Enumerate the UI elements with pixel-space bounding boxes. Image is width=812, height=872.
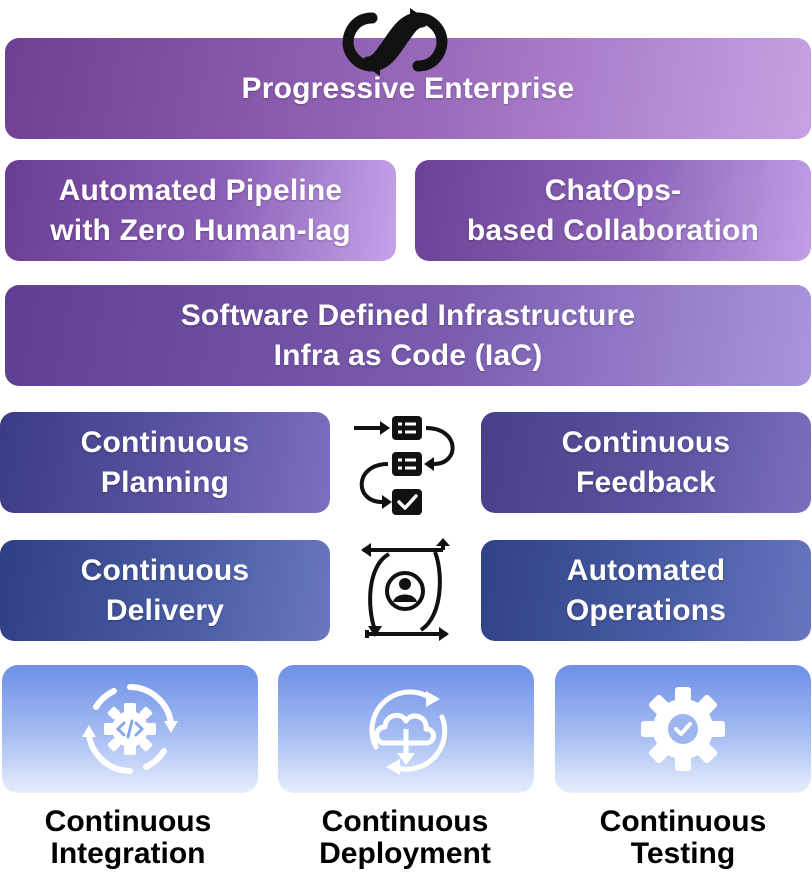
testing-line2: Testing bbox=[630, 837, 736, 870]
continuous-integration-tile bbox=[2, 665, 258, 793]
integration-line2: Integration bbox=[50, 837, 206, 870]
task-flow-icon bbox=[354, 416, 455, 515]
gear-check-icon bbox=[641, 687, 725, 771]
planning-line2: Planning bbox=[100, 465, 230, 499]
deployment-line2: Deployment bbox=[319, 837, 491, 870]
infinity-loop-icon bbox=[342, 8, 448, 76]
feedback-line1: Continuous bbox=[561, 425, 731, 459]
infra-line1: Software Defined Infrastructure bbox=[180, 298, 636, 332]
automated-pipeline-line1: Automated Pipeline bbox=[58, 173, 343, 207]
continuous-testing-caption: Continuous Testing bbox=[555, 806, 811, 870]
continuous-feedback-box: Continuous Feedback bbox=[481, 412, 811, 513]
operations-line1: Automated bbox=[566, 553, 726, 587]
continuous-deployment-caption: Continuous Deployment bbox=[277, 806, 533, 870]
testing-line1: Continuous bbox=[599, 805, 767, 838]
continuous-deployment-tile bbox=[278, 665, 534, 793]
continuous-planning-box: Continuous Planning bbox=[0, 412, 330, 513]
planning-line1: Continuous bbox=[80, 425, 250, 459]
automated-pipeline-box: Automated Pipeline with Zero Human-lag bbox=[5, 160, 396, 261]
chatops-line2: based Collaboration bbox=[466, 213, 760, 247]
integration-line1: Continuous bbox=[44, 805, 212, 838]
user-cycle-icon bbox=[361, 538, 450, 641]
automated-pipeline-line2: with Zero Human-lag bbox=[50, 213, 351, 247]
code-gear-cycle-icon bbox=[82, 684, 178, 774]
continuous-testing-tile bbox=[555, 665, 811, 793]
infra-line2: Infra as Code (IaC) bbox=[273, 338, 543, 372]
continuous-delivery-box: Continuous Delivery bbox=[0, 540, 330, 641]
software-defined-infrastructure-box: Software Defined Infrastructure Infra as… bbox=[5, 285, 811, 386]
delivery-line1: Continuous bbox=[80, 553, 250, 587]
progressive-enterprise-label: Progressive Enterprise bbox=[241, 71, 575, 105]
continuous-integration-caption: Continuous Integration bbox=[0, 806, 256, 870]
automated-operations-box: Automated Operations bbox=[481, 540, 811, 641]
cloud-download-icon bbox=[369, 689, 448, 775]
operations-line2: Operations bbox=[565, 593, 727, 627]
progressive-enterprise-box: Progressive Enterprise bbox=[5, 38, 811, 139]
deployment-line1: Continuous bbox=[321, 805, 489, 838]
delivery-line2: Delivery bbox=[105, 593, 225, 627]
chatops-line1: ChatOps- bbox=[544, 173, 682, 207]
feedback-line2: Feedback bbox=[576, 465, 716, 499]
chatops-box: ChatOps- based Collaboration bbox=[415, 160, 811, 261]
